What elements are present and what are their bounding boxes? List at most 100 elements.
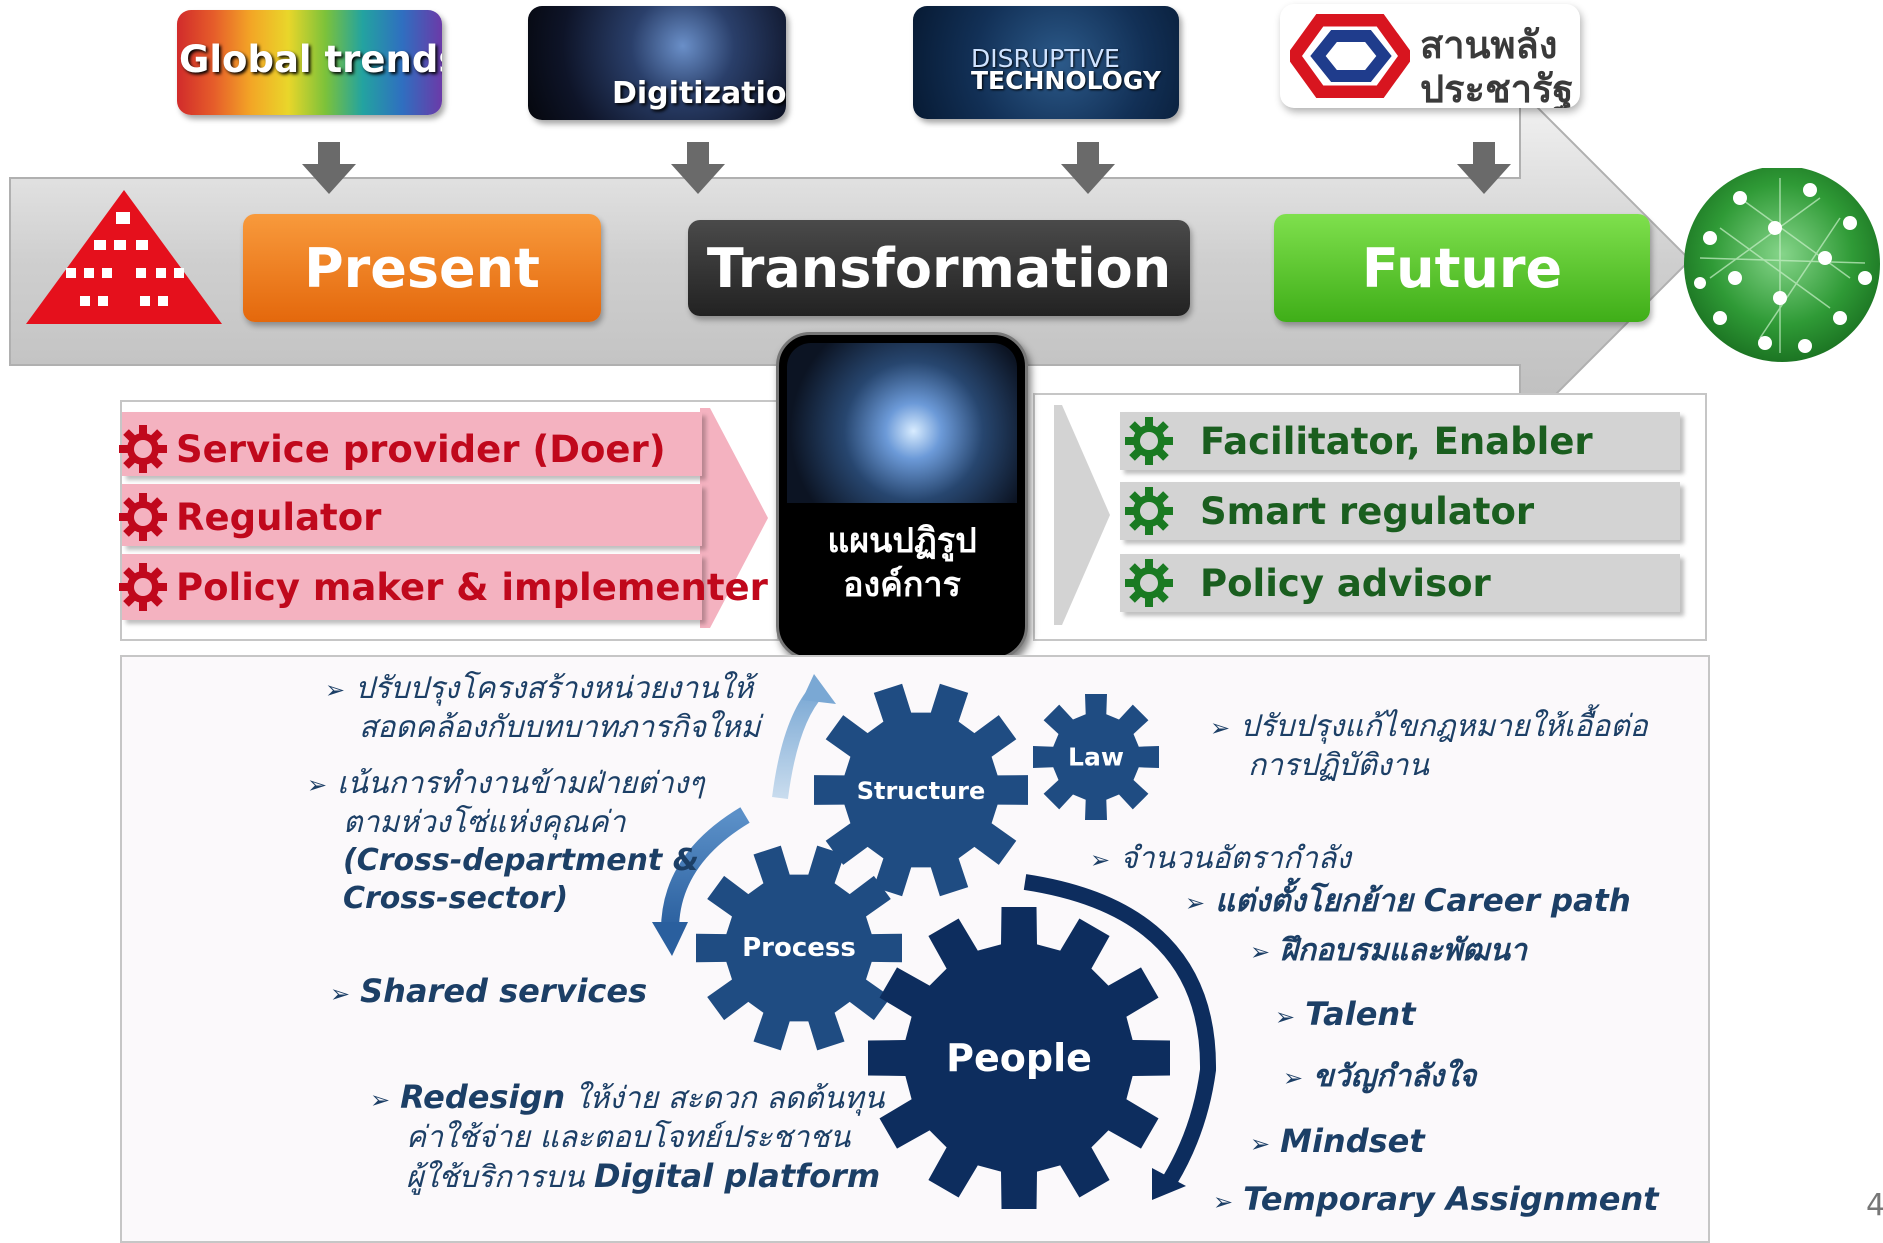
people-bullet-7: ➢ Temporary Assignment [1213,1180,1659,1221]
bullet-arrow-icon: ➢ [1090,846,1111,874]
pracharath-logo: สานพลัง ประชารัฐ [1280,4,1580,108]
phase-present: Present [243,214,601,322]
future-role-3: Policy advisor [1124,554,1491,612]
future-role-2: Smart regulator [1124,482,1534,540]
people-bullet-3-label: ฝึกอบรมและพัฒนา [1280,933,1527,968]
people-gear [868,907,1170,1209]
structure-gear [814,683,1028,897]
pracharath-logo-icon [1290,14,1410,98]
present-role-1-label: Service provider (Doer) [176,427,666,471]
people-bullet-5: ➢ ขวัญกำลังใจ [1283,1058,1476,1097]
page-number: 4 [1866,1188,1883,1223]
people-bullet-4-label: Talent [1305,995,1416,1033]
gears-image [787,343,1017,503]
network-globe-icon [1684,168,1880,362]
people-bullet-2: ➢ แต่งตั้งโยกย้าย Career path [1185,882,1631,922]
hierarchy-pyramid-icon [26,190,222,324]
process-bullet-line3: (Cross-department & [343,843,699,878]
redesign-line2: ค่าใช้จ่าย และตอบโจทย์ประชาชน [406,1120,851,1155]
people-bullet-4: ➢ Talent [1275,995,1415,1036]
green-gear-icon [1125,487,1173,535]
bullet-arrow-icon: ➢ [330,980,351,1008]
future-role-1: Facilitator, Enabler [1124,412,1593,470]
redesign-bold: Redesign [400,1078,566,1116]
bullet-arrow-icon: ➢ [1250,938,1271,966]
law-gear-shape [1033,694,1159,820]
digitization-label: Digitization [612,76,786,111]
redesign-bullet: ➢ Redesign ให้ง่าย สะดวก ลดต้นทุน ค่าใช้จ… [370,1078,884,1197]
bullet-arrow-icon: ➢ [325,676,346,704]
process-bullet-line2: ตามห่วงโซ่แห่งคุณค่า [343,805,626,840]
redesign-line3-bold: Digital platform [593,1157,881,1195]
structure-bullet-line2: สอดคล้องกับบทบาทภารกิจใหม่ [359,710,761,745]
global-trends-label: Global trends [179,38,442,81]
reform-plan-line2: องค์การ [843,565,961,605]
disruptive-technology-tile: DISRUPTIVE TECHNOLOGY [913,6,1179,119]
technology-label: TECHNOLOGY [971,66,1161,95]
reform-plan-line1: แผนปฏิรูป [827,521,977,561]
process-gear-shape [696,845,902,1051]
people-bullet-1-label: จำนวนอัตรากำลัง [1120,841,1351,876]
people-bullet-6-label: Mindset [1280,1122,1425,1160]
bullet-arrow-icon: ➢ [1210,714,1231,742]
structure-bullet-line1: ปรับปรุงโครงสร้างหน่วยงานให้ [355,671,754,706]
future-role-2-label: Smart regulator [1200,489,1535,533]
green-gear-icon [1125,559,1173,607]
people-bullet-7-label: Temporary Assignment [1243,1180,1659,1218]
bullet-arrow-icon: ➢ [1250,1130,1271,1158]
people-bullet-1: ➢ จำนวนอัตรากำลัง [1090,840,1351,879]
law-bullet: ➢ ปรับปรุงแก้ไขกฎหมายให้เอื้อต่อ การปฏิบั… [1210,708,1648,785]
bullet-arrow-icon: ➢ [307,771,328,799]
red-gear-icon [119,493,167,541]
digitization-tile: Digitization [528,6,786,120]
structure-gear-shape [814,683,1028,897]
phase-future: Future [1274,214,1650,322]
present-role-bar-2 [122,484,702,546]
bullet-arrow-icon: ➢ [1275,1003,1296,1031]
present-role-bar-3 [122,554,702,620]
future-role-bar-1 [1120,412,1680,470]
present-roles-chevron [700,408,768,628]
shared-services-label: Shared services [360,972,648,1010]
shared-services-bullet: ➢ Shared services [330,972,647,1013]
reform-plan-box: แผนปฏิรูป องค์การ [776,332,1028,660]
disruptive-label: DISRUPTIVE [971,44,1120,73]
gears-cluster [696,683,1170,1209]
red-gear-icon [119,425,167,473]
down-arrows [302,142,1511,194]
bullet-arrow-icon: ➢ [1185,889,1206,917]
present-role-3: Policy maker & implementer [118,558,768,616]
present-role-2-label: Regulator [176,495,382,539]
redesign-line3-pre: ผู้ใช้บริการบน [406,1160,594,1195]
future-role-bar-3 [1120,554,1680,612]
law-gear [1033,694,1159,820]
present-role-bar-1 [122,412,702,476]
logo-text-line1: สานพลัง [1420,23,1558,67]
law-gear-label: Law [1068,742,1124,772]
people-bullet-2-label: แต่งตั้งโยกย้าย Career path [1215,883,1631,919]
future-role-bar-2 [1120,482,1680,540]
future-role-3-label: Policy advisor [1200,561,1491,605]
red-gear-icon [119,563,167,611]
green-gear-icon [1125,417,1173,465]
future-roles-chevron [1054,405,1110,625]
law-bullet-line2: การปฏิบัติงาน [1248,748,1429,783]
process-bullet-line4: Cross-sector) [343,881,569,916]
bullet-arrow-icon: ➢ [1283,1064,1304,1092]
law-bullet-line1: ปรับปรุงแก้ไขกฎหมายให้เอื้อต่อ [1240,709,1648,744]
process-gear-label: Process [742,933,856,963]
structure-gear-label: Structure [856,777,986,805]
bullet-arrow-icon: ➢ [1213,1188,1234,1216]
process-bullet-line1: เน้นการทำงานข้ามฝ่ายต่างๆ [337,766,705,801]
structure-bullet: ➢ ปรับปรุงโครงสร้างหน่วยงานให้ สอดคล้องกั… [325,670,760,747]
people-bullet-6: ➢ Mindset [1250,1122,1425,1163]
people-bullet-3: ➢ ฝึกอบรมและพัฒนา [1250,932,1527,971]
people-bullet-5-label: ขวัญกำลังใจ [1313,1059,1477,1094]
phase-transformation: Transformation [688,220,1190,316]
process-gear [696,845,902,1051]
global-trends-tile: Global trends [177,10,442,115]
people-gear-label: People [946,1036,1092,1080]
bullet-arrow-icon: ➢ [370,1086,391,1114]
process-bullet: ➢ เน้นการทำงานข้ามฝ่ายต่างๆ ตามห่วงโซ่แห่… [307,765,704,918]
redesign-rest: ให้ง่าย สะดวก ลดต้นทุน [565,1081,885,1116]
